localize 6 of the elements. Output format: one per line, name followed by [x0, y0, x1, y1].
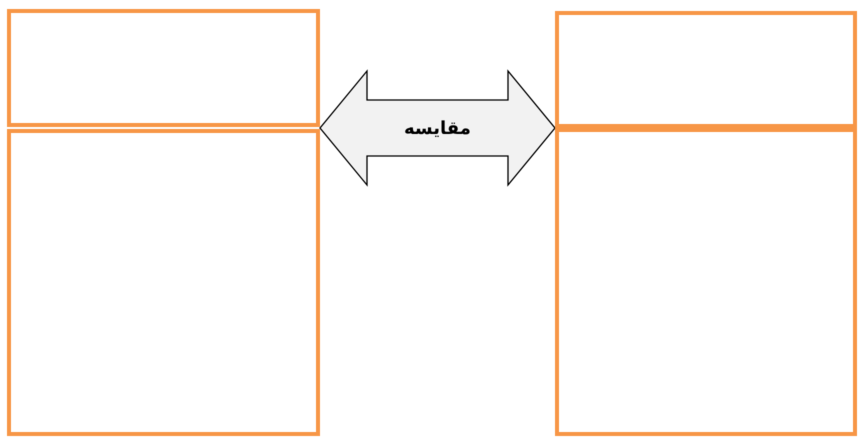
empty-box — [555, 11, 857, 128]
double-arrow — [319, 69, 556, 187]
empty-box — [7, 9, 320, 127]
edge-label: مقایسه — [404, 118, 471, 138]
empty-box — [7, 129, 320, 436]
empty-box — [555, 128, 857, 436]
